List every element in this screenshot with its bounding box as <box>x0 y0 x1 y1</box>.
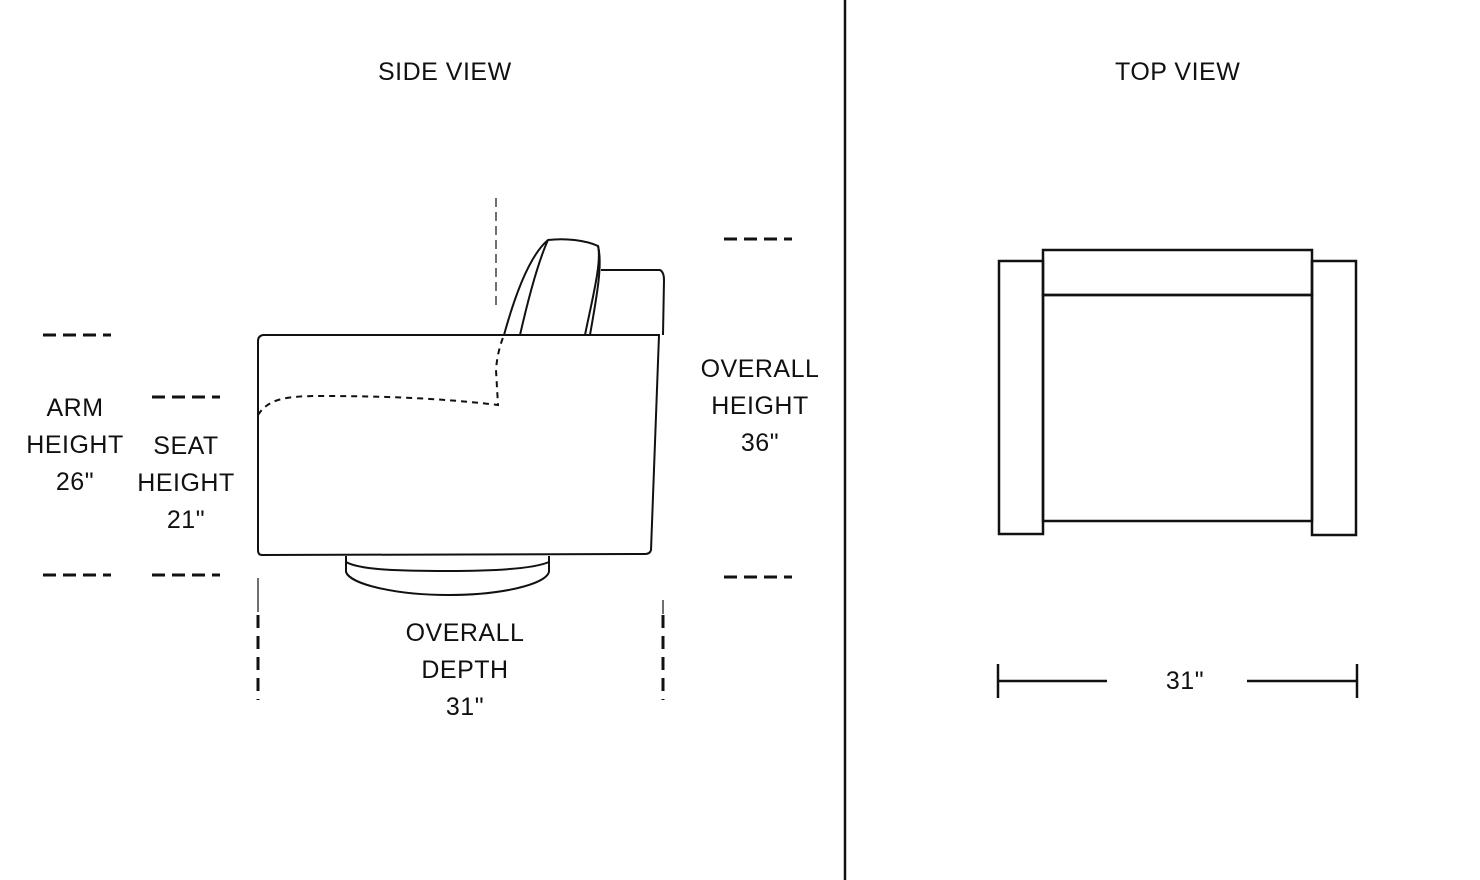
side-view-title: SIDE VIEW <box>378 58 512 86</box>
top-view-title: TOP VIEW <box>1115 58 1241 86</box>
arm-height-line2: HEIGHT <box>26 431 124 459</box>
seat-height-value: 21" <box>166 506 206 534</box>
arm-height-line1: ARM <box>46 394 104 422</box>
left-arm-top <box>997 259 1045 536</box>
arm-body <box>257 334 661 557</box>
back-cushion-outline <box>503 238 600 336</box>
overall-depth-line1: OVERALL <box>405 619 525 647</box>
overall-height-line1: OVERALL <box>700 355 820 383</box>
back-frame <box>601 269 666 336</box>
overall-depth-value: 31" <box>445 693 485 721</box>
seat-height-line2: HEIGHT <box>137 469 235 497</box>
overall-depth-label: OVERALL DEPTH 31" <box>400 615 530 726</box>
overall-height-line2: HEIGHT <box>711 392 809 420</box>
right-arm-top <box>1310 259 1358 537</box>
overall-height-label: OVERALL HEIGHT 36" <box>695 351 825 462</box>
seat-height-label: SEAT HEIGHT 21" <box>131 428 241 539</box>
seat-top <box>1041 293 1314 523</box>
back-cushion-seam <box>519 239 549 336</box>
arm-height-label: ARM HEIGHT 26" <box>20 390 130 501</box>
overall-depth-line2: DEPTH <box>421 656 509 684</box>
back-top <box>1041 248 1314 297</box>
depth-guides <box>256 615 665 700</box>
top-view-chair <box>997 248 1358 537</box>
top-view-width-value: 31" <box>1165 667 1205 695</box>
overall-height-value: 36" <box>740 429 780 457</box>
dimension-ticks <box>43 237 792 579</box>
seat-height-line1: SEAT <box>153 432 219 460</box>
swivel-base-top <box>345 561 550 573</box>
side-view-chair <box>257 238 666 597</box>
width-dimension-line <box>996 664 1359 698</box>
swivel-base <box>345 556 550 597</box>
back-cushion-seam-2 <box>589 245 601 336</box>
arm-height-value: 26" <box>55 468 95 496</box>
seat-contour <box>257 334 505 416</box>
